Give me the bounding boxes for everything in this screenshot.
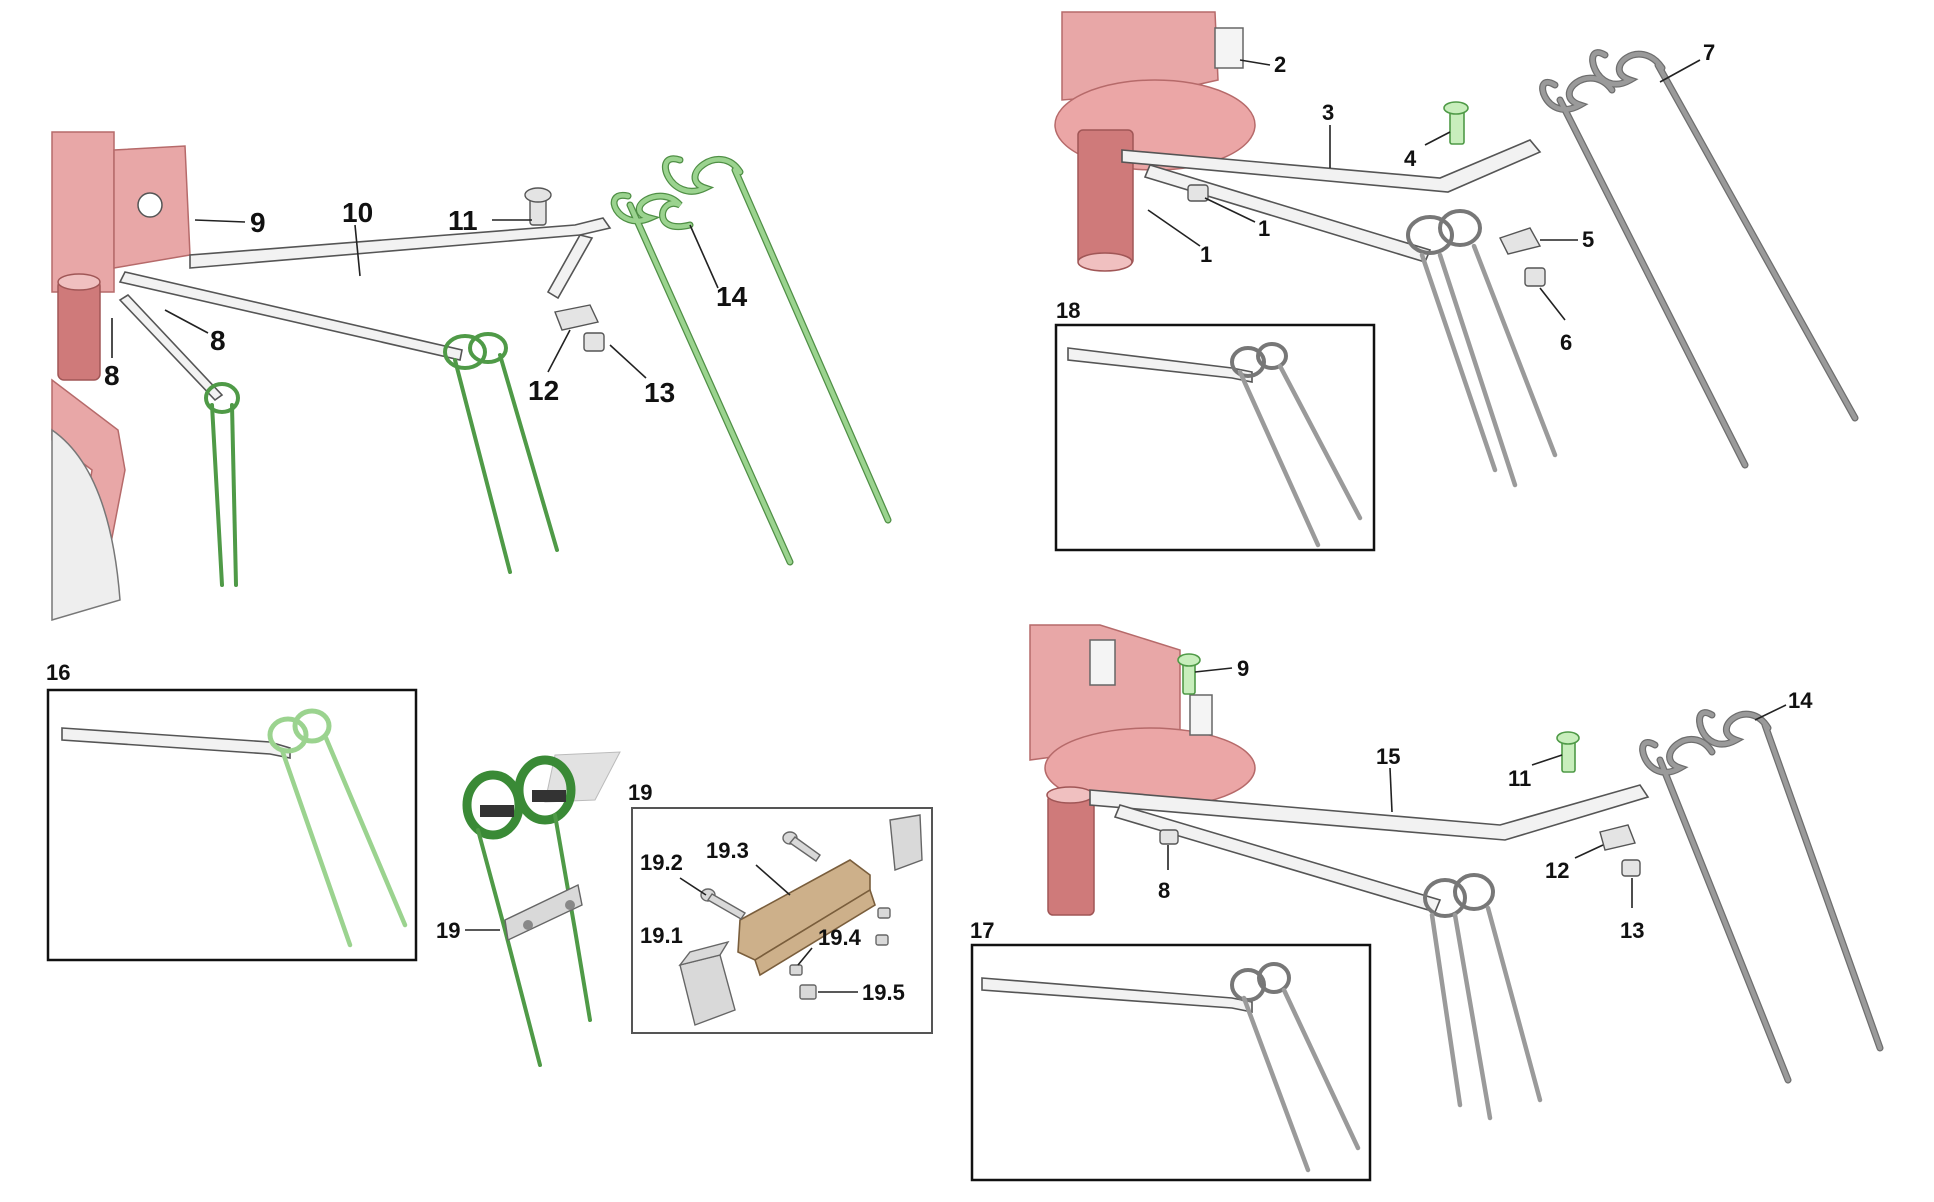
nut-19-4 — [789, 964, 803, 976]
bolt-9-green — [1177, 653, 1201, 695]
callout-19-1: 19.1 — [640, 923, 683, 948]
nut-13-right — [1621, 859, 1641, 877]
callout-17: 17 — [970, 918, 994, 943]
top-right-assembly: 2 7 3 4 1 1 5 6 — [1054, 11, 1859, 488]
callout-19-clamp: 19 — [436, 918, 460, 943]
callout-13-right: 13 — [1620, 918, 1644, 943]
washer-5 — [1499, 227, 1542, 255]
callout-5: 5 — [1582, 227, 1594, 252]
callout-8b: 8 — [104, 360, 120, 391]
tine-arm-3 — [1121, 139, 1542, 193]
callout-2: 2 — [1274, 52, 1286, 77]
callout-9-right: 9 — [1237, 656, 1249, 681]
nut-13 — [583, 332, 605, 352]
tine-arm-15 — [1089, 784, 1650, 841]
callout-11-right: 11 — [1508, 766, 1531, 791]
nut-19-5 — [799, 984, 817, 1000]
bolt-4 — [1443, 101, 1469, 145]
plate-19-top — [889, 814, 923, 871]
washer-12 — [554, 304, 600, 331]
callout-9: 9 — [250, 207, 266, 238]
tine-clamp-19-assembly: 19 — [436, 751, 621, 1067]
rotor-frame-right-top — [1054, 11, 1256, 272]
nut-6 — [1524, 267, 1546, 287]
callout-19-5: 19.5 — [862, 980, 905, 1005]
tine-arm-back — [118, 271, 463, 361]
bolt-9-head — [137, 192, 163, 218]
nut-1 — [1187, 184, 1209, 202]
spring-tine-14 — [610, 155, 892, 566]
callout-8a: 8 — [210, 325, 226, 356]
callout-11: 11 — [448, 205, 478, 236]
rotor-frame-right-bottom — [1029, 624, 1256, 916]
bolt-11-green — [1556, 731, 1580, 773]
bolt-19-top — [782, 831, 821, 862]
spring-tine-arm-middle — [443, 332, 559, 574]
bolt-19-2 — [700, 888, 746, 920]
plate-19-1 — [679, 954, 736, 1026]
inset-frame-16: 16 — [46, 660, 418, 962]
rotor-frame-left — [51, 131, 191, 622]
spring-tine-14-gray — [1639, 709, 1884, 1084]
callout-4: 4 — [1404, 146, 1417, 171]
callout-1a: 1 — [1258, 216, 1270, 241]
callout-10: 10 — [342, 197, 373, 228]
callout-8-right: 8 — [1158, 878, 1170, 903]
spring-tine-arm-bottom — [1423, 873, 1543, 1121]
callout-1b: 1 — [1200, 242, 1212, 267]
top-left-assembly: 9 10 11 14 8 8 12 13 — [51, 131, 892, 622]
callout-12-right: 12 — [1545, 858, 1569, 883]
callout-15: 15 — [1376, 744, 1400, 769]
callout-18: 18 — [1056, 298, 1080, 323]
callout-12: 12 — [528, 375, 559, 406]
callout-19-2: 19.2 — [640, 850, 683, 875]
callout-13: 13 — [644, 377, 675, 408]
callout-14: 14 — [716, 281, 748, 312]
callout-19-4: 19.4 — [818, 925, 862, 950]
callout-16: 16 — [46, 660, 70, 685]
spring-tine-7 — [1539, 49, 1859, 469]
callout-14-right: 14 — [1788, 688, 1813, 713]
bolt-11 — [524, 187, 552, 226]
callout-6: 6 — [1560, 330, 1572, 355]
inset-frame-19: 19 19.3 19.2 19.1 19.4 19.5 — [628, 780, 933, 1034]
callout-19-frame: 19 — [628, 780, 652, 805]
bottom-right-assembly: 9 14 15 11 12 8 13 — [1029, 624, 1884, 1121]
spring-tine-arm-front — [204, 382, 240, 587]
callout-3: 3 — [1322, 100, 1334, 125]
callout-7: 7 — [1703, 40, 1715, 65]
nut-8-right — [1159, 829, 1179, 845]
spring-tine-arm-right — [1406, 209, 1558, 488]
inset-frame-18: 18 — [1054, 298, 1376, 552]
washer-12-right — [1599, 824, 1636, 851]
callout-19-3: 19.3 — [706, 838, 749, 863]
inset-frame-17: 17 — [970, 918, 1372, 1182]
